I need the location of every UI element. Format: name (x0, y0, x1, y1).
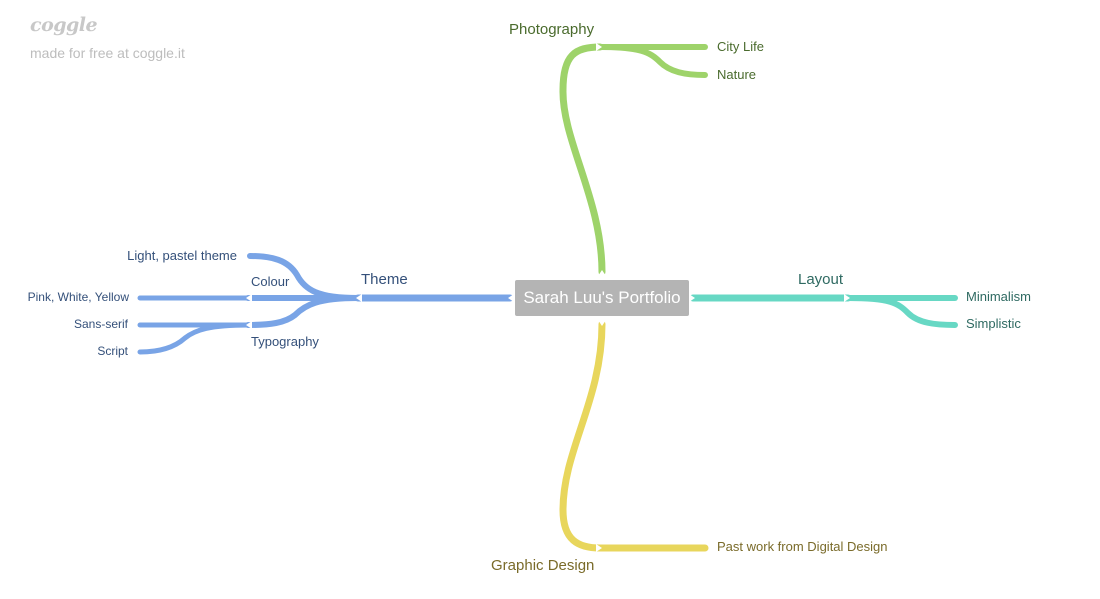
junction-notch (596, 544, 602, 552)
node-pink-white-yellow[interactable]: Pink, White, Yellow (27, 290, 129, 304)
node-script[interactable]: Script (97, 344, 128, 358)
light-pastel-connector (247, 253, 361, 301)
junction-notch (246, 294, 252, 302)
junction-notch (508, 294, 514, 302)
junction-notch (598, 270, 606, 276)
coggle-tagline: made for free at coggle.it (30, 45, 185, 61)
node-theme[interactable]: Theme (361, 271, 408, 288)
junction-notch (596, 43, 602, 51)
node-sans-serif[interactable]: Sans-serif (73, 317, 128, 331)
node-photography[interactable]: Photography (509, 21, 595, 38)
node-light-pastel-theme[interactable]: Light, pastel theme (127, 248, 237, 263)
script-connector (137, 322, 251, 355)
graphic-design-connector (559, 320, 606, 552)
node-colour[interactable]: Colour (251, 274, 290, 289)
typography-connector (245, 295, 361, 328)
node-past-work[interactable]: Past work from Digital Design (717, 539, 888, 554)
node-minimalism[interactable]: Minimalism (966, 289, 1031, 304)
simplistic-connector (845, 295, 958, 328)
node-typography[interactable]: Typography (251, 334, 319, 349)
node-graphic-design[interactable]: Graphic Design (491, 557, 595, 574)
node-layout[interactable]: Layout (798, 271, 844, 288)
junction-notch (246, 321, 252, 329)
coggle-logo: coggle (30, 14, 98, 36)
node-nature[interactable]: Nature (717, 67, 757, 82)
junction-notch (598, 320, 606, 326)
junction-notch (356, 294, 362, 302)
photography-connector (559, 43, 606, 276)
root-node[interactable]: Sarah Luu's Portfolio (515, 280, 689, 316)
node-city-life[interactable]: City Life (717, 39, 764, 54)
junction-notch (844, 294, 850, 302)
junction-notch (689, 294, 695, 302)
nature-connector (597, 44, 708, 78)
node-simplistic[interactable]: Simplistic (966, 316, 1021, 331)
